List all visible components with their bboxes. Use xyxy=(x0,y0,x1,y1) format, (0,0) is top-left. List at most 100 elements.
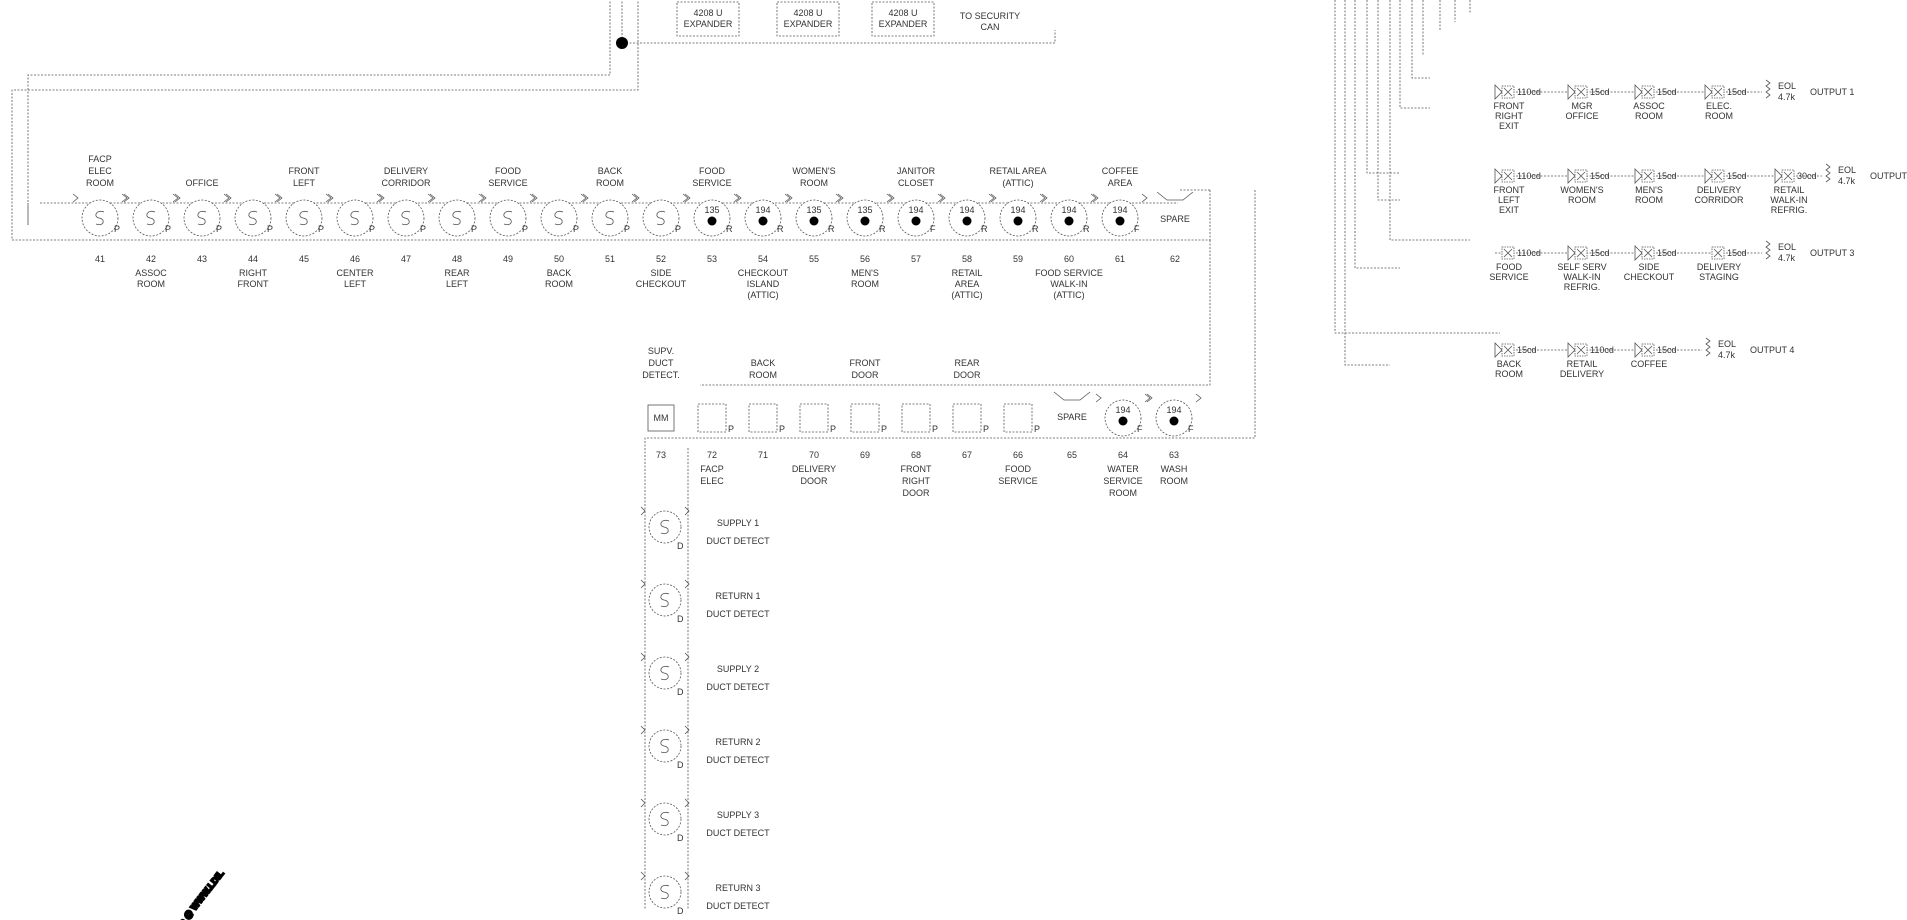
strobe-cross xyxy=(1713,87,1723,97)
duct-label-2: DUCT DETECT xyxy=(706,536,770,546)
detector-71: P xyxy=(748,403,785,434)
heat-symbol xyxy=(1115,216,1125,226)
strobe-cross xyxy=(1576,248,1586,258)
wire xyxy=(644,448,689,910)
heat-symbol xyxy=(911,216,921,226)
spare-slot xyxy=(1156,191,1194,201)
wire xyxy=(1389,0,1470,241)
loop-connector xyxy=(640,506,690,516)
strobe-cross xyxy=(1576,171,1586,181)
loop-connector xyxy=(640,871,690,881)
strobe-cross xyxy=(1576,345,1586,355)
device-number: 42 xyxy=(146,254,156,264)
junction-dot xyxy=(616,37,628,49)
loop-connector xyxy=(640,579,690,589)
device-number: 59 xyxy=(1013,254,1023,264)
detector-68: P xyxy=(901,403,938,434)
candela-rating: 15cd xyxy=(1590,171,1610,181)
detector-41: P xyxy=(72,193,128,237)
location-label-top: RETAIL AREA(ATTIC) xyxy=(989,166,1046,188)
heat-symbol xyxy=(1118,416,1128,426)
horn-symbol xyxy=(1704,84,1713,100)
detector-box xyxy=(697,403,727,433)
heat-rating: 194 xyxy=(1166,405,1181,415)
detector-73: MM xyxy=(647,404,675,432)
monitor-module-label: MM xyxy=(654,413,669,423)
horn-symbol xyxy=(1494,84,1503,100)
loop-connector xyxy=(837,193,893,203)
heat-rating: 194 xyxy=(1061,205,1076,215)
detector-type: P xyxy=(573,224,579,234)
detector-type: P xyxy=(932,424,938,434)
loop-connector xyxy=(1041,193,1097,203)
candela-rating: 15cd xyxy=(1727,171,1747,181)
device-location: ELEC.ROOM xyxy=(1705,101,1733,121)
smoke-symbol xyxy=(605,210,615,226)
loop-connector xyxy=(480,193,536,203)
wire xyxy=(700,240,1211,386)
smoke-symbol xyxy=(660,811,670,827)
horn-symbol xyxy=(1634,342,1643,358)
detector-type: F xyxy=(1134,224,1140,234)
detector-type: F xyxy=(1137,424,1143,434)
output-name: OUTPUT 4 xyxy=(1750,345,1794,355)
smoke-symbol xyxy=(401,210,411,226)
detector-62 xyxy=(1156,191,1194,201)
horn-symbol xyxy=(1634,245,1643,261)
duct-label-2: DUCT DETECT xyxy=(706,755,770,765)
device-number: 48 xyxy=(452,254,462,264)
heat-rating: 135 xyxy=(857,205,872,215)
heat-rating: 194 xyxy=(1010,205,1025,215)
heat-symbol xyxy=(962,216,972,226)
horn-symbol xyxy=(1567,342,1576,358)
detector-type: P xyxy=(728,424,734,434)
smoke-symbol xyxy=(248,210,258,226)
strobe-cross xyxy=(1503,345,1513,355)
smoke-symbol xyxy=(660,519,670,535)
device-number: 73 xyxy=(656,450,666,460)
detector-type: P xyxy=(830,424,836,434)
duct-label-1: SUPPLY 3 xyxy=(717,810,759,820)
eol-resistor xyxy=(1705,337,1711,357)
detector-type: P xyxy=(1034,424,1040,434)
loop-connector xyxy=(786,193,842,203)
heat-rating: 135 xyxy=(806,205,821,215)
heat-symbol xyxy=(758,216,768,226)
duct-label-2: DUCT DETECT xyxy=(706,828,770,838)
horn-symbol xyxy=(1704,168,1713,184)
expander-box xyxy=(776,1,840,37)
smoke-symbol xyxy=(656,210,666,226)
loop-connector xyxy=(633,193,689,203)
detector-type: P xyxy=(779,424,785,434)
